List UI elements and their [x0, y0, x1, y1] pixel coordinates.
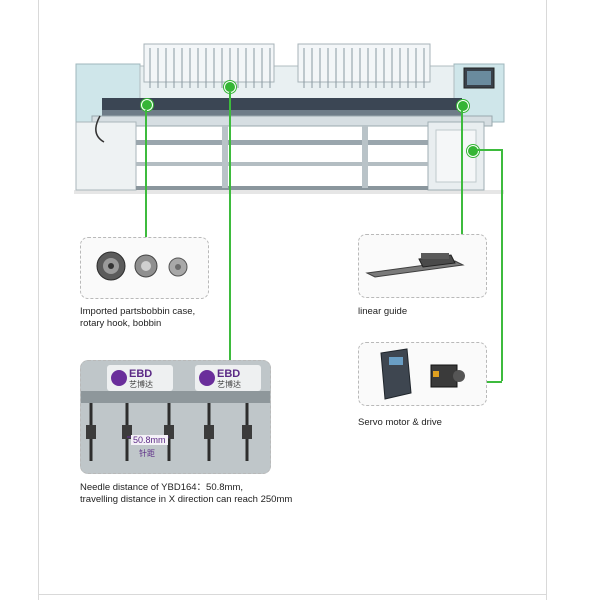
ebd-logo-text-left: EBD [129, 368, 153, 380]
ebd-logo-icon [111, 370, 127, 386]
callout-linear-guide [358, 234, 487, 298]
bobbin-case-icon [96, 251, 126, 281]
servo-drive-icon [380, 348, 412, 400]
frame-bottom-border [38, 594, 547, 595]
ebd-logo-text-right: EBD [217, 368, 241, 380]
connector-dot-servo [467, 145, 479, 157]
ebd-logo-icon [199, 370, 215, 386]
caption-needle-line2: travelling distance in X direction can r… [80, 494, 293, 505]
caption-needle-line1: Needle distance of YBD164：50.8mm, [80, 482, 243, 493]
wire-linear-guide [461, 110, 463, 235]
needle-bars-image [81, 391, 270, 461]
needle-head-group-left [143, 43, 275, 88]
bobbin-icon [168, 257, 188, 277]
wire-needle [229, 92, 231, 360]
wire-servo-tail [487, 381, 502, 383]
callout-needle-distance: EBD 艺博达 EBD 艺博达 50.8mm 针距 [80, 360, 271, 474]
caption-linear-guide: linear guide [358, 306, 408, 317]
ebd-logo-panel-right: EBD 艺博达 [195, 365, 261, 391]
frame-left-border [38, 0, 39, 600]
connector-dot-linear-guide [457, 100, 469, 112]
caption-servo: Servo motor & drive [358, 417, 442, 428]
callout-servo [358, 342, 487, 406]
wire-servo-horizontal [477, 149, 502, 151]
needle-head-group-right [297, 43, 431, 88]
needle-distance-label: 50.8mm [131, 435, 168, 445]
wire-servo-vertical [501, 149, 503, 381]
servo-motor-icon [430, 364, 465, 388]
quilting-machine-image [74, 43, 505, 194]
needle-distance-cn: 针距 [139, 449, 155, 458]
frame-right-border [546, 0, 547, 600]
rotary-hook-icon [134, 254, 158, 278]
ebd-logo-cn-right: 艺博达 [217, 380, 241, 389]
linear-guide-icon [365, 253, 465, 278]
fabric-roller [102, 98, 462, 110]
ebd-logo-panel-left: EBD 艺博达 [107, 365, 173, 391]
callout-bobbin-parts [80, 237, 209, 299]
ebd-logo-cn-left: 艺博达 [129, 380, 153, 389]
wire-bobbin [145, 110, 147, 237]
connector-dot-bobbin [141, 99, 153, 111]
caption-bobbin-line2: rotary hook, bobbin [80, 318, 162, 329]
caption-bobbin-line1: Imported partsbobbin case, [80, 306, 196, 317]
